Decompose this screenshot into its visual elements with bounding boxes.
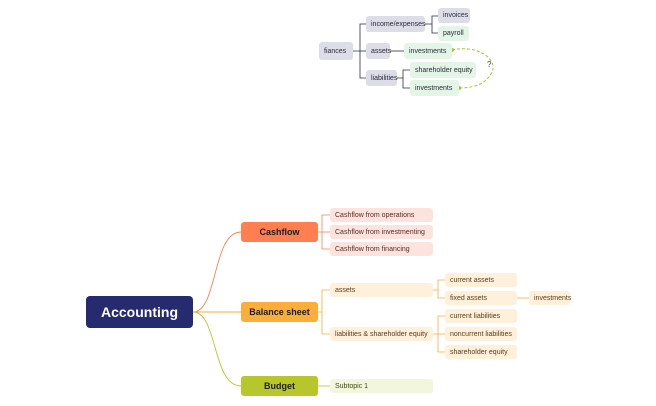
- invoices-node[interactable]: invoices: [438, 8, 470, 23]
- cashflow-item-node[interactable]: Cashflow from investmenting: [330, 225, 433, 239]
- assets-label: assets: [335, 286, 356, 294]
- cashflow-item-node[interactable]: Cashflow from operations: [330, 208, 433, 222]
- cashflow-label: Cashflow: [259, 227, 300, 237]
- invoices-label: invoices: [443, 12, 469, 19]
- current-liabilities-node[interactable]: current liabilities: [445, 309, 517, 323]
- budget-subtopic-label: Subtopic 1: [335, 382, 369, 390]
- top-investments-2-label: investments: [415, 84, 453, 92]
- investments-node[interactable]: investments: [529, 291, 572, 305]
- income-expenses-node[interactable]: income/expenses: [366, 16, 425, 32]
- top-assets-label: assets: [371, 47, 392, 55]
- top-investments-node[interactable]: investments: [404, 43, 452, 59]
- shareholder-equity-node[interactable]: shareholder equity: [445, 345, 517, 359]
- noncurrent-liabilities-label: noncurrent liabilities: [450, 330, 512, 338]
- budget-subtopic-node[interactable]: Subtopic 1: [330, 379, 433, 393]
- top-investments-2-node[interactable]: investments: [410, 80, 459, 96]
- liabilities-equity-label: liabilities & shareholder equity: [335, 330, 428, 338]
- cashflow-item-label: Cashflow from operations: [335, 211, 415, 219]
- fixed-assets-label: fixed assets: [450, 294, 487, 302]
- accounting-root-node[interactable]: Accounting: [86, 296, 193, 328]
- current-liabilities-label: current liabilities: [450, 312, 501, 320]
- top-shareholder-equity-label: shareholder equity: [415, 66, 473, 74]
- liabilities-equity-node[interactable]: liabilities & shareholder equity: [330, 327, 433, 341]
- investments-label: investments: [534, 294, 572, 302]
- cashflow-item-label: Cashflow from investmenting: [335, 228, 425, 236]
- fixed-assets-node[interactable]: fixed assets: [445, 291, 517, 305]
- payroll-label: payroll: [443, 30, 464, 37]
- payroll-node[interactable]: payroll: [438, 26, 469, 41]
- balance-sheet-label: Balance sheet: [249, 307, 310, 317]
- cashflow-node[interactable]: Cashflow: [241, 222, 318, 242]
- current-assets-node[interactable]: current assets: [445, 273, 517, 287]
- top-liabilities-label: liabilities: [371, 74, 398, 82]
- fiances-label: fiances: [324, 47, 347, 55]
- top-shareholder-equity-node[interactable]: shareholder equity: [410, 62, 476, 78]
- budget-node[interactable]: Budget: [241, 376, 318, 396]
- budget-label: Budget: [264, 381, 295, 391]
- top-assets-node[interactable]: assets: [366, 43, 392, 59]
- assets-node[interactable]: assets: [330, 283, 433, 297]
- fiances-node[interactable]: fiances: [319, 42, 353, 60]
- top-liabilities-node[interactable]: liabilities: [366, 70, 397, 86]
- cashflow-item-node[interactable]: Cashflow from financing: [330, 242, 433, 256]
- income-expenses-label: income/expenses: [371, 20, 426, 28]
- cashflow-item-label: Cashflow from financing: [335, 245, 410, 253]
- current-assets-label: current assets: [450, 276, 494, 284]
- top-investments-label: investments: [409, 47, 447, 55]
- accounting-root-label: Accounting: [101, 304, 178, 320]
- question-mark-label: ?: [487, 60, 492, 69]
- shareholder-equity-label: shareholder equity: [450, 348, 508, 356]
- balance-sheet-node[interactable]: Balance sheet: [241, 302, 318, 322]
- noncurrent-liabilities-node[interactable]: noncurrent liabilities: [445, 327, 517, 341]
